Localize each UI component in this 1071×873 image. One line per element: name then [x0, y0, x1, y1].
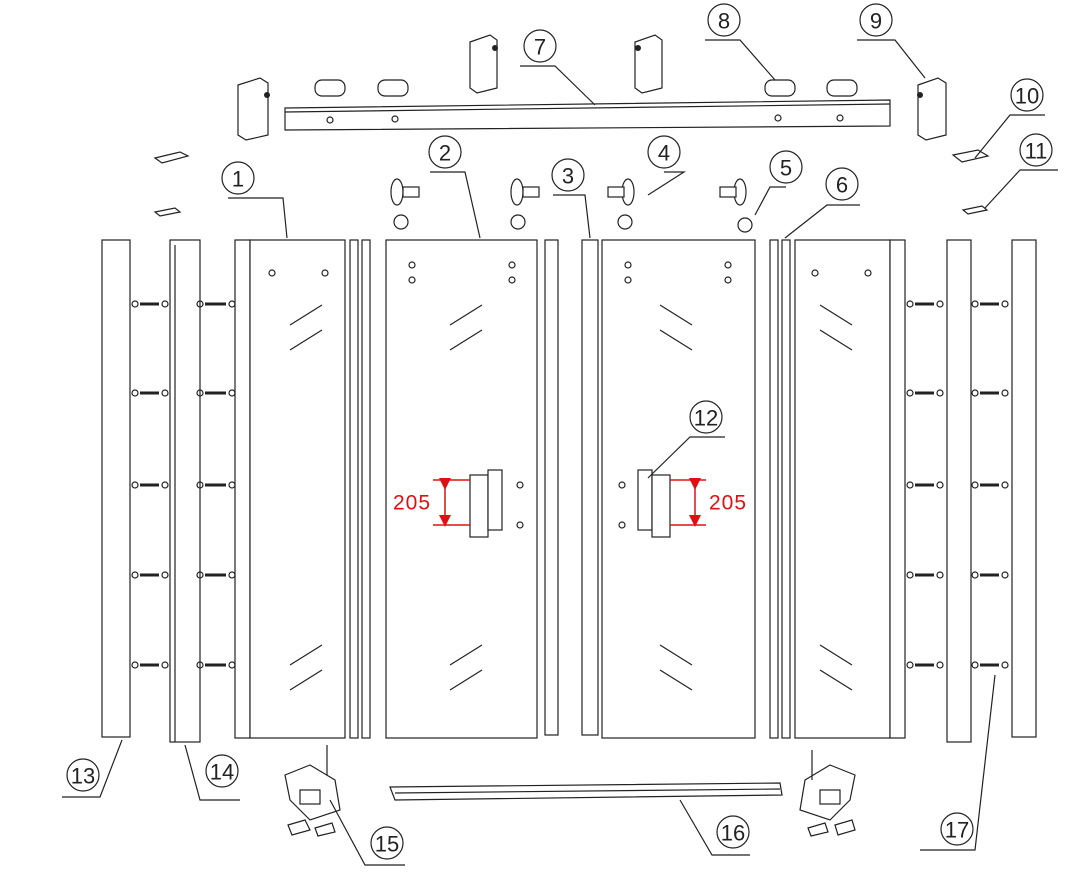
top-rollers	[314, 79, 858, 97]
callout-number: 16	[721, 821, 745, 846]
fixed-panel-left	[234, 239, 371, 739]
callout-number: 10	[1015, 84, 1039, 109]
callout-number: 4	[658, 141, 670, 166]
callout-number: 9	[870, 9, 882, 34]
screw	[196, 300, 236, 308]
screw	[196, 661, 236, 669]
screw	[971, 481, 1009, 489]
callout-13: 13	[62, 739, 123, 798]
callout-number: 5	[780, 156, 792, 181]
callout-number: 13	[71, 764, 95, 789]
end-caps	[237, 34, 947, 141]
callout-5: 5	[754, 150, 803, 216]
callout-9: 9	[857, 3, 926, 79]
screw	[131, 300, 169, 308]
screw	[131, 661, 169, 669]
callout-2: 2	[428, 135, 481, 239]
screw	[971, 661, 1009, 669]
callout-15: 15	[329, 799, 405, 866]
screw	[196, 571, 236, 579]
door-rollers	[390, 178, 753, 233]
screw	[906, 389, 944, 397]
fixed-panel-right	[769, 239, 906, 739]
callout-17: 17	[920, 674, 996, 851]
dimension-left: 205	[393, 478, 470, 527]
sliding-door-left	[385, 239, 538, 739]
wall-screws	[131, 300, 1009, 669]
screw	[971, 389, 1009, 397]
screw	[131, 481, 169, 489]
screw	[196, 481, 236, 489]
wall-profiles	[101, 239, 1037, 743]
callout-12: 12	[647, 400, 725, 479]
screw	[906, 481, 944, 489]
screw	[131, 571, 169, 579]
callout-4: 4	[647, 135, 687, 196]
screw	[906, 300, 944, 308]
screw	[906, 661, 944, 669]
screw	[971, 571, 1009, 579]
screw	[971, 300, 1009, 308]
callout-number: 7	[534, 35, 546, 60]
callout-16: 16	[679, 799, 750, 856]
callout-3: 3	[551, 158, 591, 239]
callout-number: 8	[718, 9, 730, 34]
callout-number: 11	[1025, 139, 1048, 164]
callout-number: 12	[694, 406, 718, 431]
dimension-label-right: 205	[709, 492, 747, 515]
dimension-right: 205	[670, 478, 747, 527]
callout-7: 7	[520, 29, 596, 106]
top-rail	[284, 99, 891, 131]
callout-number: 17	[945, 818, 969, 843]
dimension-label-left: 205	[393, 492, 431, 515]
callout-number: 14	[210, 760, 234, 785]
bottom-seal	[389, 782, 783, 801]
bottom-guides	[284, 745, 856, 837]
callout-number: 6	[836, 173, 848, 198]
callout-number: 1	[232, 167, 244, 192]
callout-11: 11	[984, 133, 1058, 209]
screw	[131, 389, 169, 397]
callout-number: 15	[375, 832, 399, 857]
callout-10: 10	[974, 78, 1045, 159]
sliding-door-right	[601, 239, 756, 739]
glass-hatches	[289, 304, 853, 691]
door-strips	[544, 239, 599, 736]
callout-number: 3	[562, 164, 574, 189]
callout-number: 2	[439, 141, 451, 166]
callout-6: 6	[784, 167, 860, 239]
callout-1: 1	[221, 161, 288, 239]
screw	[196, 389, 236, 397]
screw	[906, 571, 944, 579]
callout-14: 14	[184, 744, 240, 801]
callout-8: 8	[705, 3, 776, 81]
